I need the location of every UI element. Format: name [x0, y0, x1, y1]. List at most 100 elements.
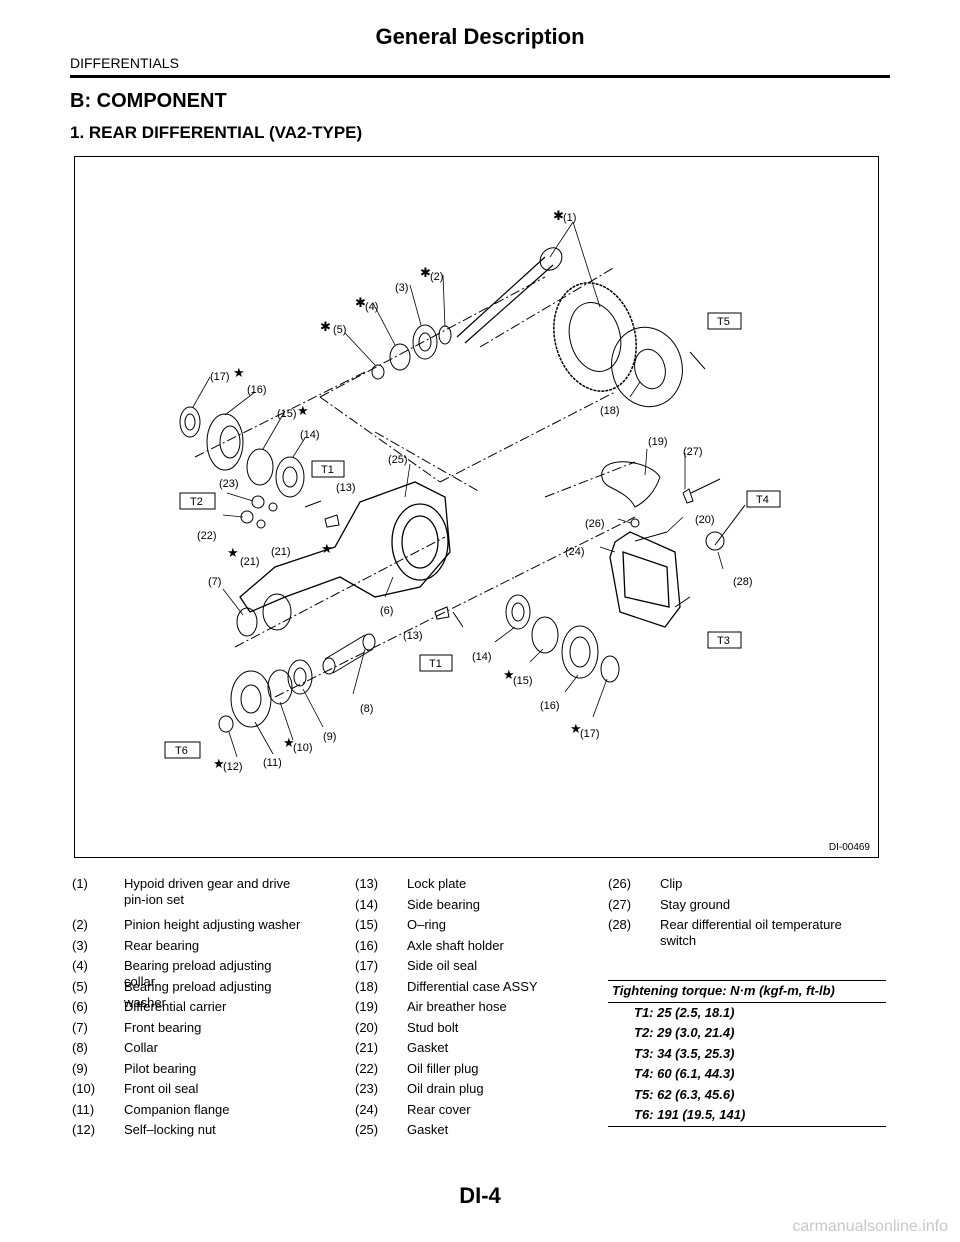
- torque-tag-t5: T5: [717, 316, 730, 328]
- legend-number: (17): [355, 958, 379, 973]
- legend-item: (17)Side oil seal: [355, 958, 595, 979]
- star-marker: ★: [227, 546, 239, 561]
- callout-7: (7): [208, 576, 221, 588]
- legend-item: (18)Differential case ASSY: [355, 979, 595, 1000]
- legend-number: (15): [355, 917, 379, 932]
- legend-number: (23): [355, 1081, 379, 1096]
- legend-item: (20)Stud bolt: [355, 1020, 595, 1041]
- legend-text: Rear differential oil temperature switch: [660, 917, 842, 948]
- legend-number: (5): [72, 978, 88, 994]
- self-locking-nut: [218, 715, 234, 733]
- lock-plate-upper: [324, 514, 340, 528]
- legend-item: (4)Bearing preload adjusting collar: [72, 958, 352, 989]
- callout-18: (18): [600, 405, 620, 417]
- section-label: DIFFERENTIALS: [70, 55, 179, 71]
- legend-column-1: (1) Hypoid driven gear and drive pin-ion…: [72, 876, 352, 1143]
- legend-item: (25) Gasket: [355, 1122, 595, 1143]
- legend-text: Stay ground: [660, 896, 731, 912]
- callout-9: (9): [323, 731, 336, 743]
- legend-item: (5)Bearing preload adjusting washer: [72, 978, 352, 1010]
- companion-flange: [230, 670, 272, 728]
- callout-11: (11): [263, 757, 282, 769]
- collar-4: [389, 343, 411, 371]
- oring-right: [531, 616, 559, 654]
- callout-13-upper: (13): [336, 482, 356, 494]
- legend-text: Self–locking nut: [124, 1122, 216, 1137]
- header-divider: [70, 75, 890, 78]
- legend-number: (1): [72, 876, 88, 891]
- torque-value: T4: 60 (6.1, 44.3): [634, 1066, 735, 1081]
- legend-item: (16) Axle shaft holder: [355, 938, 595, 959]
- legend-number: (19): [355, 999, 379, 1014]
- legend-text: Differential carrier: [124, 999, 227, 1014]
- legend-item: (15) O–ring: [355, 917, 595, 938]
- legend-text: Stud bolt: [407, 1019, 459, 1035]
- legend-item: (26)Clip: [608, 876, 888, 897]
- callout-25: (25): [388, 454, 408, 466]
- legend-number: (14): [355, 896, 379, 912]
- torque-value: T6: 191 (19.5, 141): [634, 1107, 746, 1122]
- legend-number: (21): [355, 1040, 379, 1055]
- legend-number: (7): [72, 1019, 88, 1035]
- legend-item: (9)Pilot bearing: [72, 1061, 352, 1082]
- callout-14-upper: (14): [300, 429, 320, 441]
- callout-12: (12): [223, 761, 243, 773]
- marker-symbols: ✱ ✱ ✱ ✱ ★ ★ ★ ★ ★ ★ ★ ★: [213, 209, 582, 772]
- star-marker: ★: [503, 668, 515, 683]
- legend-item: (11) Companion flange: [72, 1102, 352, 1123]
- legend-number: (28): [608, 917, 632, 932]
- legend-item: (19) Air breather hose: [355, 999, 595, 1020]
- legend-item: (24)Rear cover: [355, 1102, 595, 1123]
- callout-15-lower: (15): [513, 675, 533, 687]
- legend-number: (16): [355, 937, 379, 953]
- legend-text: Companion flange: [124, 1101, 230, 1117]
- legend-text: Clip: [660, 876, 683, 891]
- sub-heading: 1. REAR DIFFERENTIAL (VA2-TYPE): [70, 123, 363, 142]
- legend-number: (13): [355, 876, 379, 891]
- callout-19: (19): [648, 436, 668, 448]
- legend-item: (27)Stay ground: [608, 897, 888, 918]
- guide-lines: [194, 266, 636, 698]
- legend-number: (8): [72, 1040, 88, 1055]
- torque-tag-t2: T2: [190, 496, 203, 508]
- pilot-bearing: [287, 659, 313, 695]
- figure-id: DI-00469: [828, 842, 870, 853]
- legend-number: (25): [355, 1122, 379, 1137]
- callout-17-lower: (17): [580, 728, 600, 740]
- legend-number: (3): [72, 937, 88, 953]
- front-bearing: [236, 607, 258, 637]
- legend-text: Axle shaft holder: [407, 937, 504, 953]
- legend-text: Front oil seal: [124, 1081, 199, 1096]
- asterisk-marker: ✱: [553, 209, 564, 224]
- legend-text: Gasket: [407, 1040, 449, 1055]
- torque-value: T2: 29 (3.0, 21.4): [634, 1025, 735, 1040]
- legend-number: (11): [72, 1101, 95, 1117]
- exploded-diagram: T1 T2 T1 T6 T5 T4 T3 (1) (2) (3) (4) (5)…: [74, 156, 879, 858]
- legend-text: Air breather hose: [407, 999, 507, 1014]
- legend-item: (23)Oil drain plug: [355, 1081, 595, 1102]
- drive-pinion: [456, 247, 563, 344]
- section-heading: B: COMPONENT: [70, 90, 227, 112]
- callout-16-upper: (16): [247, 384, 267, 396]
- torque-table: Tightening torque: N·m (kgf-m, ft-lb) T1…: [608, 980, 886, 1127]
- lock-plate-lower: [434, 606, 450, 620]
- oil-temp-switch: [705, 531, 725, 551]
- torque-tag-t6: T6: [175, 745, 188, 757]
- side-bearing-left: [275, 456, 305, 498]
- legend-number: (9): [72, 1060, 88, 1076]
- callout-13-lower: (13): [403, 630, 423, 642]
- legend-number: (24): [355, 1101, 379, 1117]
- legend-text: O–ring: [407, 917, 447, 932]
- callout-16-lower: (16): [540, 700, 560, 712]
- legend-column-3: (26)Clip (27)Stay ground (28) Rear differ…: [608, 876, 888, 958]
- legend-text: Collar: [124, 1040, 158, 1055]
- collar-8: [322, 633, 376, 675]
- legend-item: (14)Side bearing: [355, 897, 595, 918]
- oring-left: [246, 448, 274, 486]
- asterisk-marker: ✱: [420, 266, 431, 281]
- torque-heading: Tightening torque: N·m (kgf-m, ft-lb): [612, 983, 835, 998]
- legend-text: Gasket: [407, 1122, 449, 1137]
- side-seal-left: [179, 406, 201, 438]
- legend-item: (3)Rear bearing: [72, 938, 352, 959]
- axle-holder-right: [561, 625, 599, 679]
